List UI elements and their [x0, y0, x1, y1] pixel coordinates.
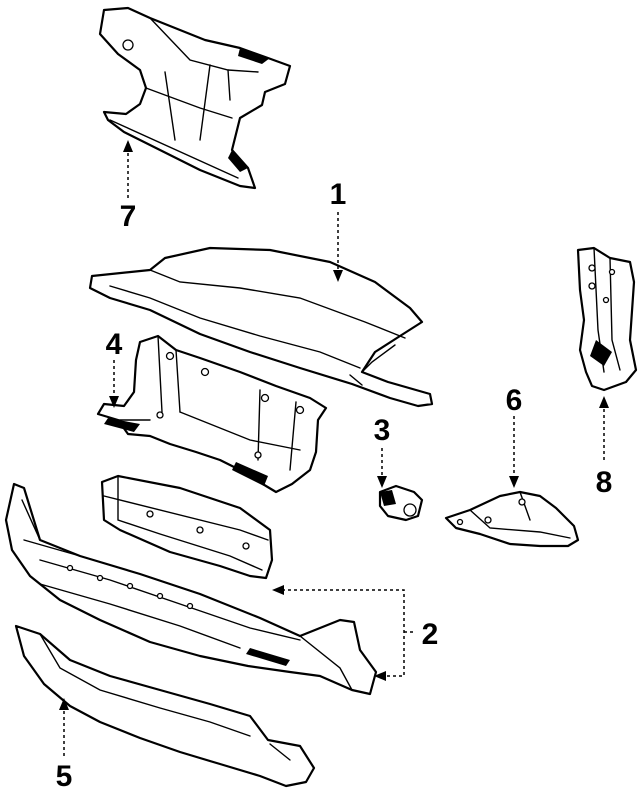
part-2-bumper-cover[interactable] — [4, 482, 378, 696]
callout-2: 2 — [422, 618, 439, 651]
arrowhead-4 — [109, 396, 119, 408]
arrowhead-2-lower — [374, 671, 386, 681]
part-1-cover-panel[interactable] — [88, 246, 434, 408]
arrowhead-5 — [59, 698, 69, 710]
leader-lines — [59, 140, 609, 756]
part-7-upper-bracket[interactable] — [98, 6, 292, 190]
callout-5: 5 — [56, 760, 73, 793]
callout-3: 3 — [374, 414, 391, 447]
callout-6: 6 — [506, 384, 523, 417]
arrowhead-7 — [123, 140, 133, 152]
arrowhead-6 — [509, 476, 519, 488]
callout-7: 7 — [120, 200, 137, 233]
part-8-side-support[interactable] — [576, 246, 638, 392]
callout-1: 1 — [330, 178, 347, 211]
part-2-reinforcement-bar[interactable] — [100, 474, 274, 580]
part-6-mounting-bracket[interactable] — [444, 490, 580, 548]
part-3-clip[interactable] — [378, 484, 424, 522]
arrowhead-8 — [599, 396, 609, 408]
arrowhead-2-upper — [272, 585, 284, 595]
part-4-air-deflector[interactable] — [96, 334, 328, 494]
part-5-lower-valance[interactable] — [14, 624, 316, 788]
callout-4: 4 — [106, 328, 123, 361]
arrowhead-1 — [333, 270, 343, 282]
callout-labels: 7 1 4 3 6 8 2 5 — [56, 178, 613, 793]
leader-2 — [282, 589, 405, 677]
arrowhead-3 — [377, 476, 387, 488]
callout-8: 8 — [596, 466, 613, 499]
